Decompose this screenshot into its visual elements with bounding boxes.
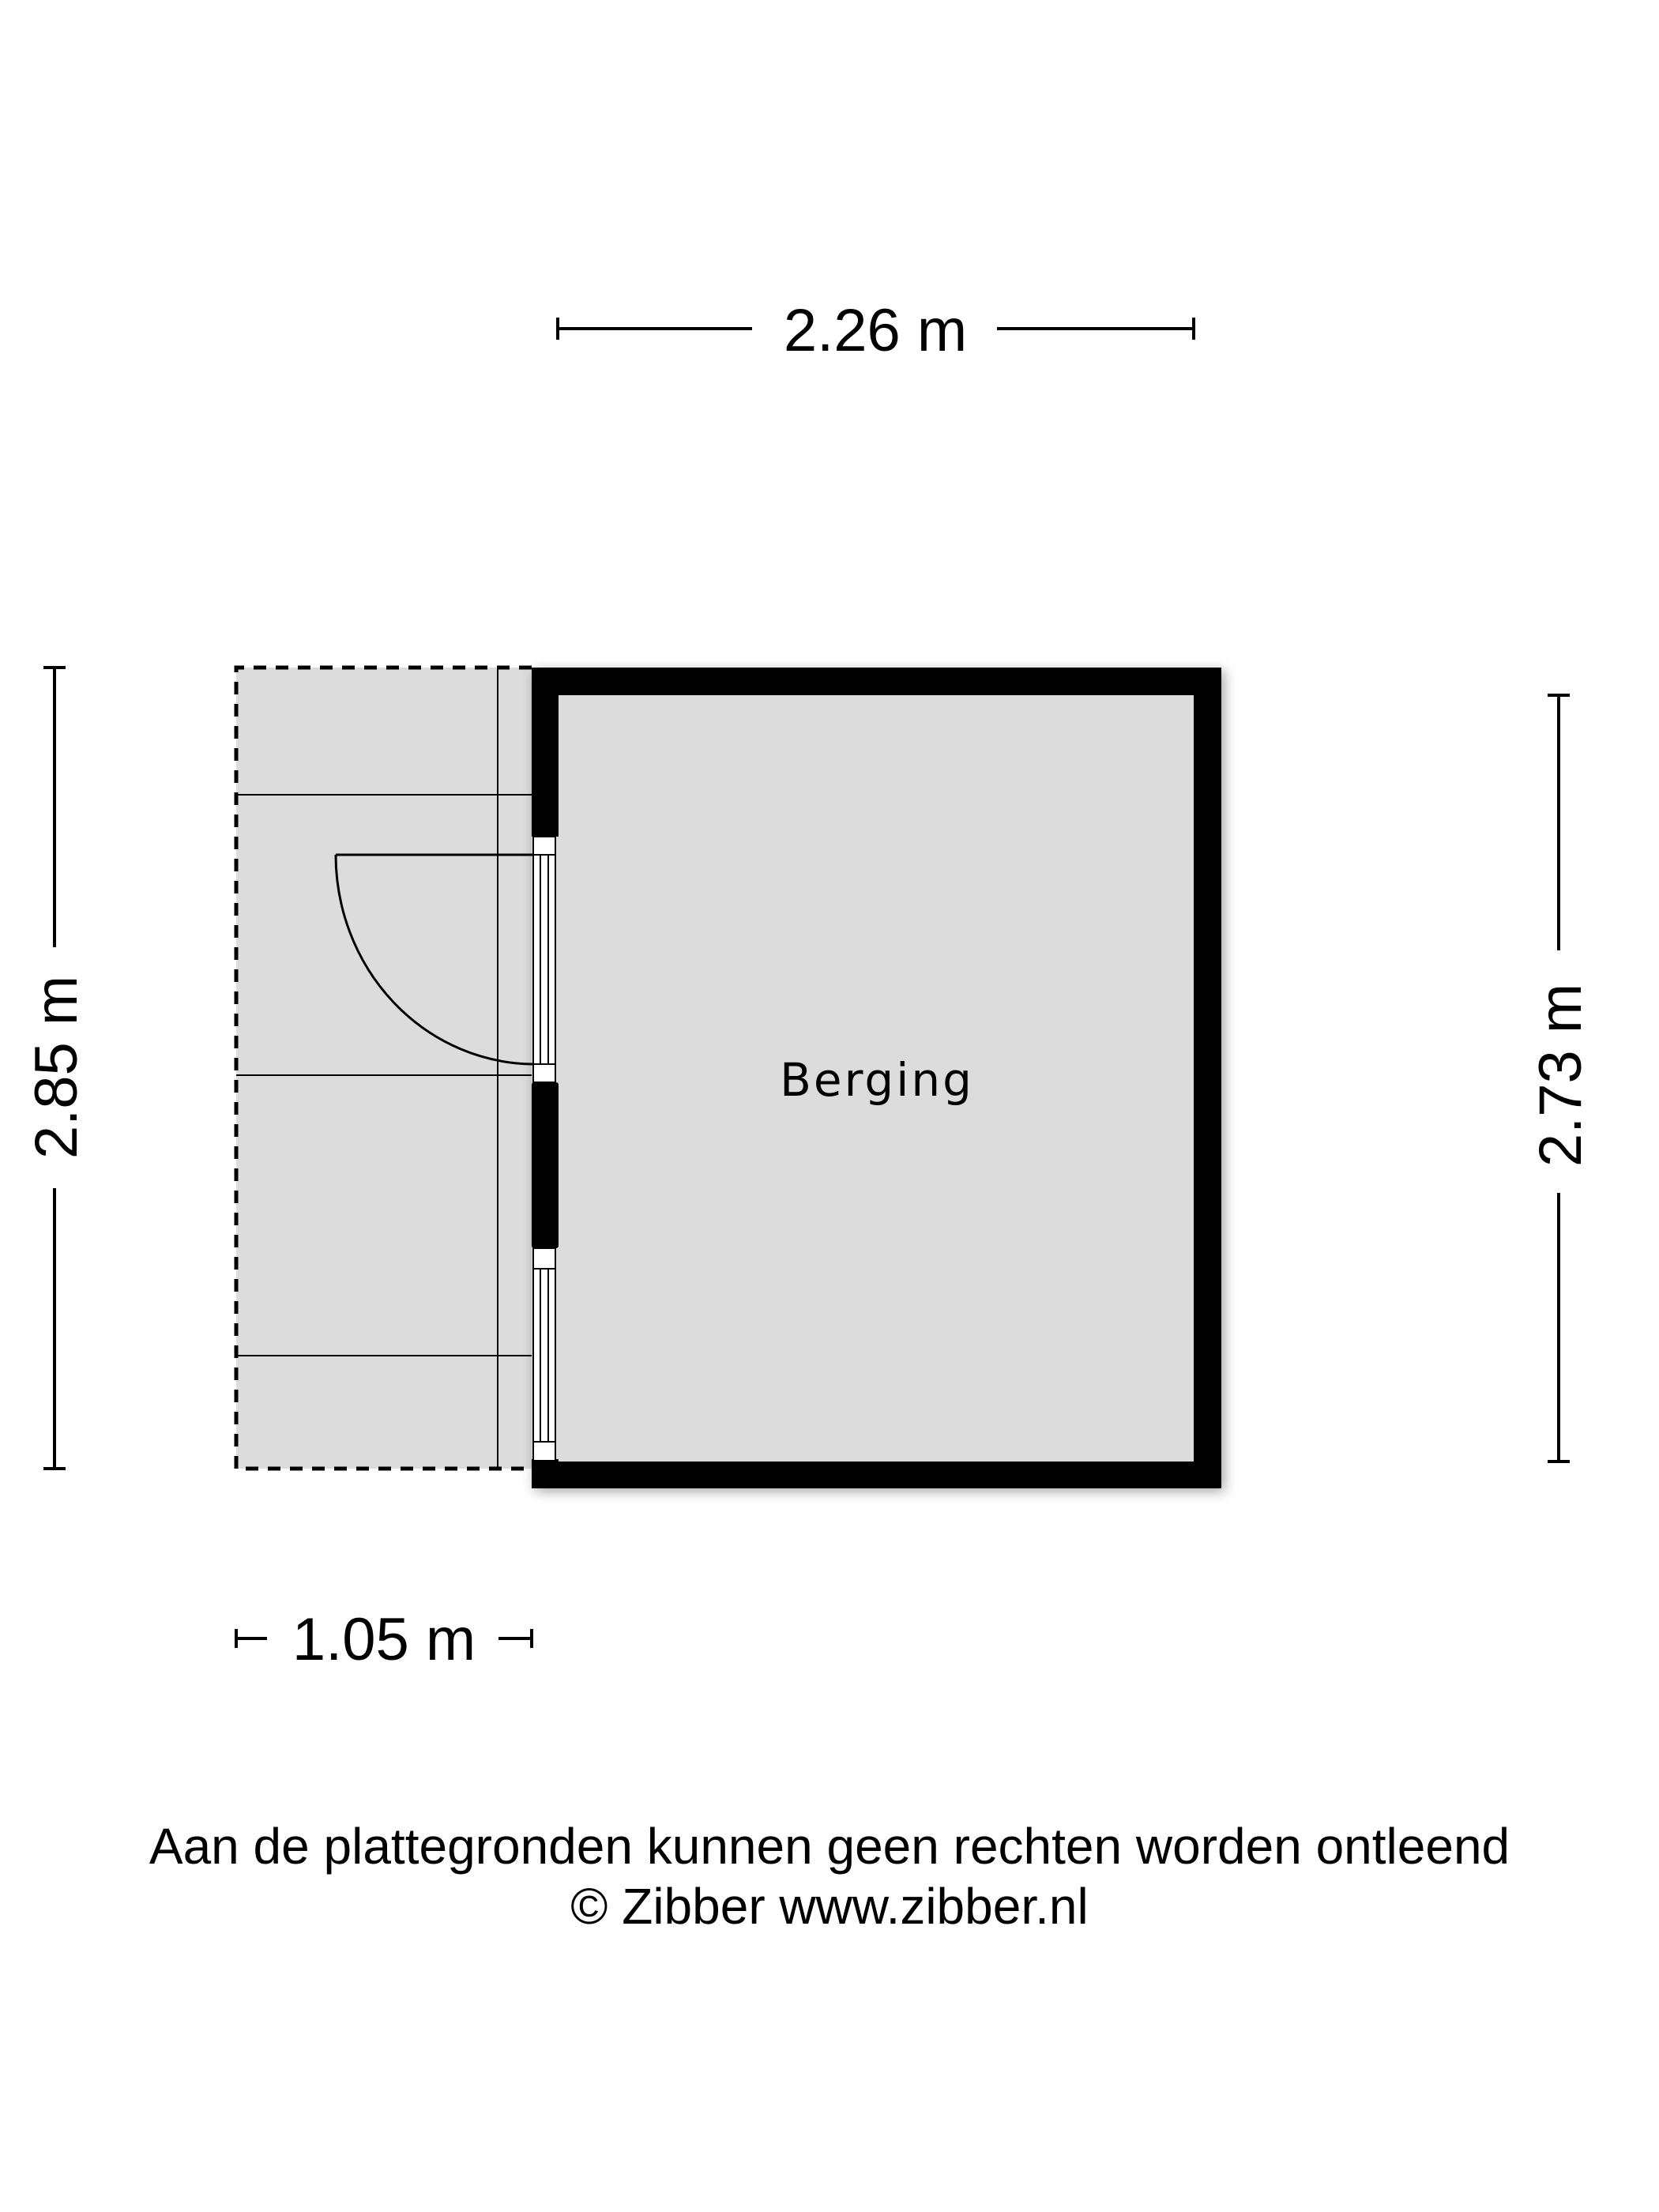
room-berging — [532, 668, 1221, 1488]
dimension-left-height: 2.85 m — [23, 666, 90, 1470]
disclaimer-text: Aan de plattegronden kunnen geen rechten… — [149, 1818, 1510, 1875]
dimension-top-width: 2.26 m — [556, 297, 1195, 364]
dimension-label-right: 2.73 m — [1527, 984, 1594, 1167]
door-swing — [334, 853, 534, 1066]
dimension-right-height: 2.73 m — [1527, 694, 1594, 1463]
dimension-bottom-width: 1.05 m — [235, 1606, 533, 1673]
dimension-label-bottom: 1.05 m — [292, 1606, 476, 1673]
copyright-text: © Zibber www.zibber.nl — [570, 1878, 1089, 1935]
dimension-label-left: 2.85 m — [23, 976, 90, 1159]
room-label: Berging — [780, 1053, 974, 1107]
dimension-label-top: 2.26 m — [784, 297, 967, 364]
exterior-area — [234, 665, 532, 1471]
left-wall-openings — [532, 836, 559, 1462]
